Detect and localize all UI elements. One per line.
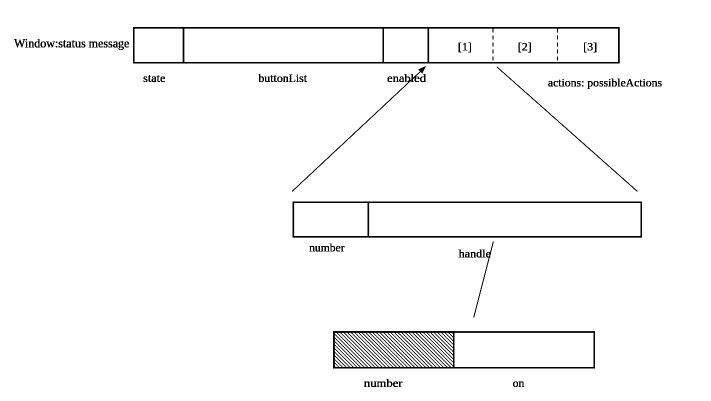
svg-text:enabled: enabled [387, 71, 426, 85]
svg-text:[2]: [2] [518, 40, 532, 54]
svg-text:on: on [513, 376, 525, 390]
svg-text:buttonList: buttonList [258, 71, 307, 85]
svg-text:state: state [143, 71, 165, 85]
svg-text:number: number [364, 376, 403, 390]
svg-text:actions: possibleActions: actions: possibleActions [548, 75, 663, 89]
svg-text:number: number [309, 243, 345, 255]
svg-text:handle: handle [459, 248, 491, 260]
svg-text:[1]: [1] [458, 40, 472, 54]
svg-text:Window:status message: Window:status message [14, 36, 130, 50]
svg-text:[3]: [3] [583, 40, 597, 54]
